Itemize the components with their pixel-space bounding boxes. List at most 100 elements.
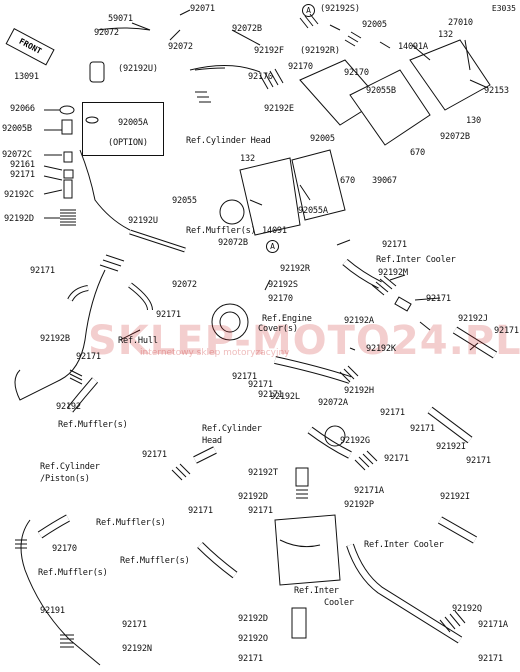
part-label: 92192D [4,214,34,224]
part-label: 92192S [268,280,298,290]
part-label: 92192Q [452,604,482,614]
spring-left-mid [171,463,191,481]
inter-cooler [274,514,341,586]
part-label: 92171 [232,372,257,382]
hose-92192T-2 [295,467,309,487]
ref-label: Ref.Engine [262,314,312,324]
ref-label: Ref.Cylinder [202,424,262,434]
part-label: 92055 [172,196,197,206]
part-label: 92072B [232,24,262,34]
marker-a-top: A [302,4,315,17]
part-label: 92171 [426,294,451,304]
hose-left-lower [20,519,101,666]
part-label: 92171 [384,454,409,464]
ref-label: Ref.Muffler(s) [96,518,166,528]
part-label: 92171 [30,266,55,276]
part-label: 92192F [254,46,284,56]
watermark-subtitle: internetowy sklep motoryzacyjny [140,348,290,358]
part-label: 92192E [264,104,294,114]
part-label: 92192P [344,500,374,510]
clamp-92072A [324,425,346,447]
part-label: 92192G [340,436,370,446]
part-label: 92192I [436,442,466,452]
hose-92192U-upper [79,149,131,231]
ref-label: Cover(s) [258,324,298,334]
ref-label: Cooler [324,598,354,608]
part-label: 92192C [4,190,34,200]
part-label: 92170 [344,68,369,78]
part-label: 92171 [122,620,147,630]
part-label: 92072C [2,150,32,160]
spring-92192F [259,68,284,90]
part-label: 92191 [40,606,65,616]
option-label: (OPTION) [108,138,148,148]
ref-label: /Piston(s) [40,474,90,484]
spring-92192Q [439,610,466,633]
part-label: 92192R [280,264,310,274]
part-label: 92071 [190,4,215,14]
part-label: 92192I [440,492,470,502]
part-label: 92170 [248,72,273,82]
part-label: 92055B [366,86,396,96]
part-label: 92066 [10,104,35,114]
part-label: 92192T [248,468,278,478]
part-label: 92192N [122,644,152,654]
part-label: 92192D [238,614,268,624]
inter-cooler-detail [279,539,321,548]
part-label: 92192L [270,392,300,402]
fitting-92005B [61,119,73,135]
part-label: 13091 [14,72,39,82]
spring-top-1 [195,91,211,103]
part-label: 92153 [484,86,509,96]
part-label: 92072 [168,42,193,52]
ref-label: Ref.Muffler(s) [186,226,256,236]
part-label: 59071 [108,14,133,24]
part-label: (92192U) [118,64,158,74]
ref-label: Ref.Inter [294,586,339,596]
ref-label: Ref.Muffler(s) [38,568,108,578]
part-label: 92171 [248,380,273,390]
part-label: 92171 [466,456,491,466]
part-label: 92171 [478,654,503,664]
engine-cover-inner [219,311,241,333]
spring-92192H [339,365,359,383]
part-label: 92192O [238,634,268,644]
hose-92192F [189,64,261,73]
part-label: 130 [466,116,481,126]
part-label: 92161 [10,160,35,170]
part-label: 92005A [118,118,148,128]
part-label: 92171 [382,240,407,250]
part-label: 92170 [268,294,293,304]
ref-label: Ref.Inter Cooler [376,255,456,265]
part-label: 92171A [354,486,384,496]
hose-92192C [63,179,73,199]
part-label: 92005 [310,134,335,144]
gasket-92055A [291,149,346,221]
part-label: 92171A [478,620,508,630]
part-label: 92171 [248,506,273,516]
hose-92192A [394,296,412,312]
engine-cover [211,303,249,341]
part-label: 92170 [52,544,77,554]
part-label: 92072A [318,398,348,408]
part-label: 670 [410,148,425,158]
part-label: 92171 [10,170,35,180]
spring-92192G [354,450,378,471]
part-label: 92055A [298,206,328,216]
part-label: 14091 [262,226,287,236]
ref-label: Head [202,436,222,446]
oring-92055 [219,199,245,225]
part-label: 92072B [440,132,470,142]
part-label: 92192U [128,216,158,226]
part-label: 92005 [362,20,387,30]
cap-92066 [59,105,75,115]
part-label: 92192M [378,268,408,278]
spring-92192B [69,369,83,385]
part-label: 92192J [458,314,488,324]
cover-39067 [349,69,431,146]
part-label: 92192 [56,402,81,412]
spring-center-1 [99,254,125,272]
part-label: 92170 [288,62,313,72]
hose-top-left [97,27,151,31]
